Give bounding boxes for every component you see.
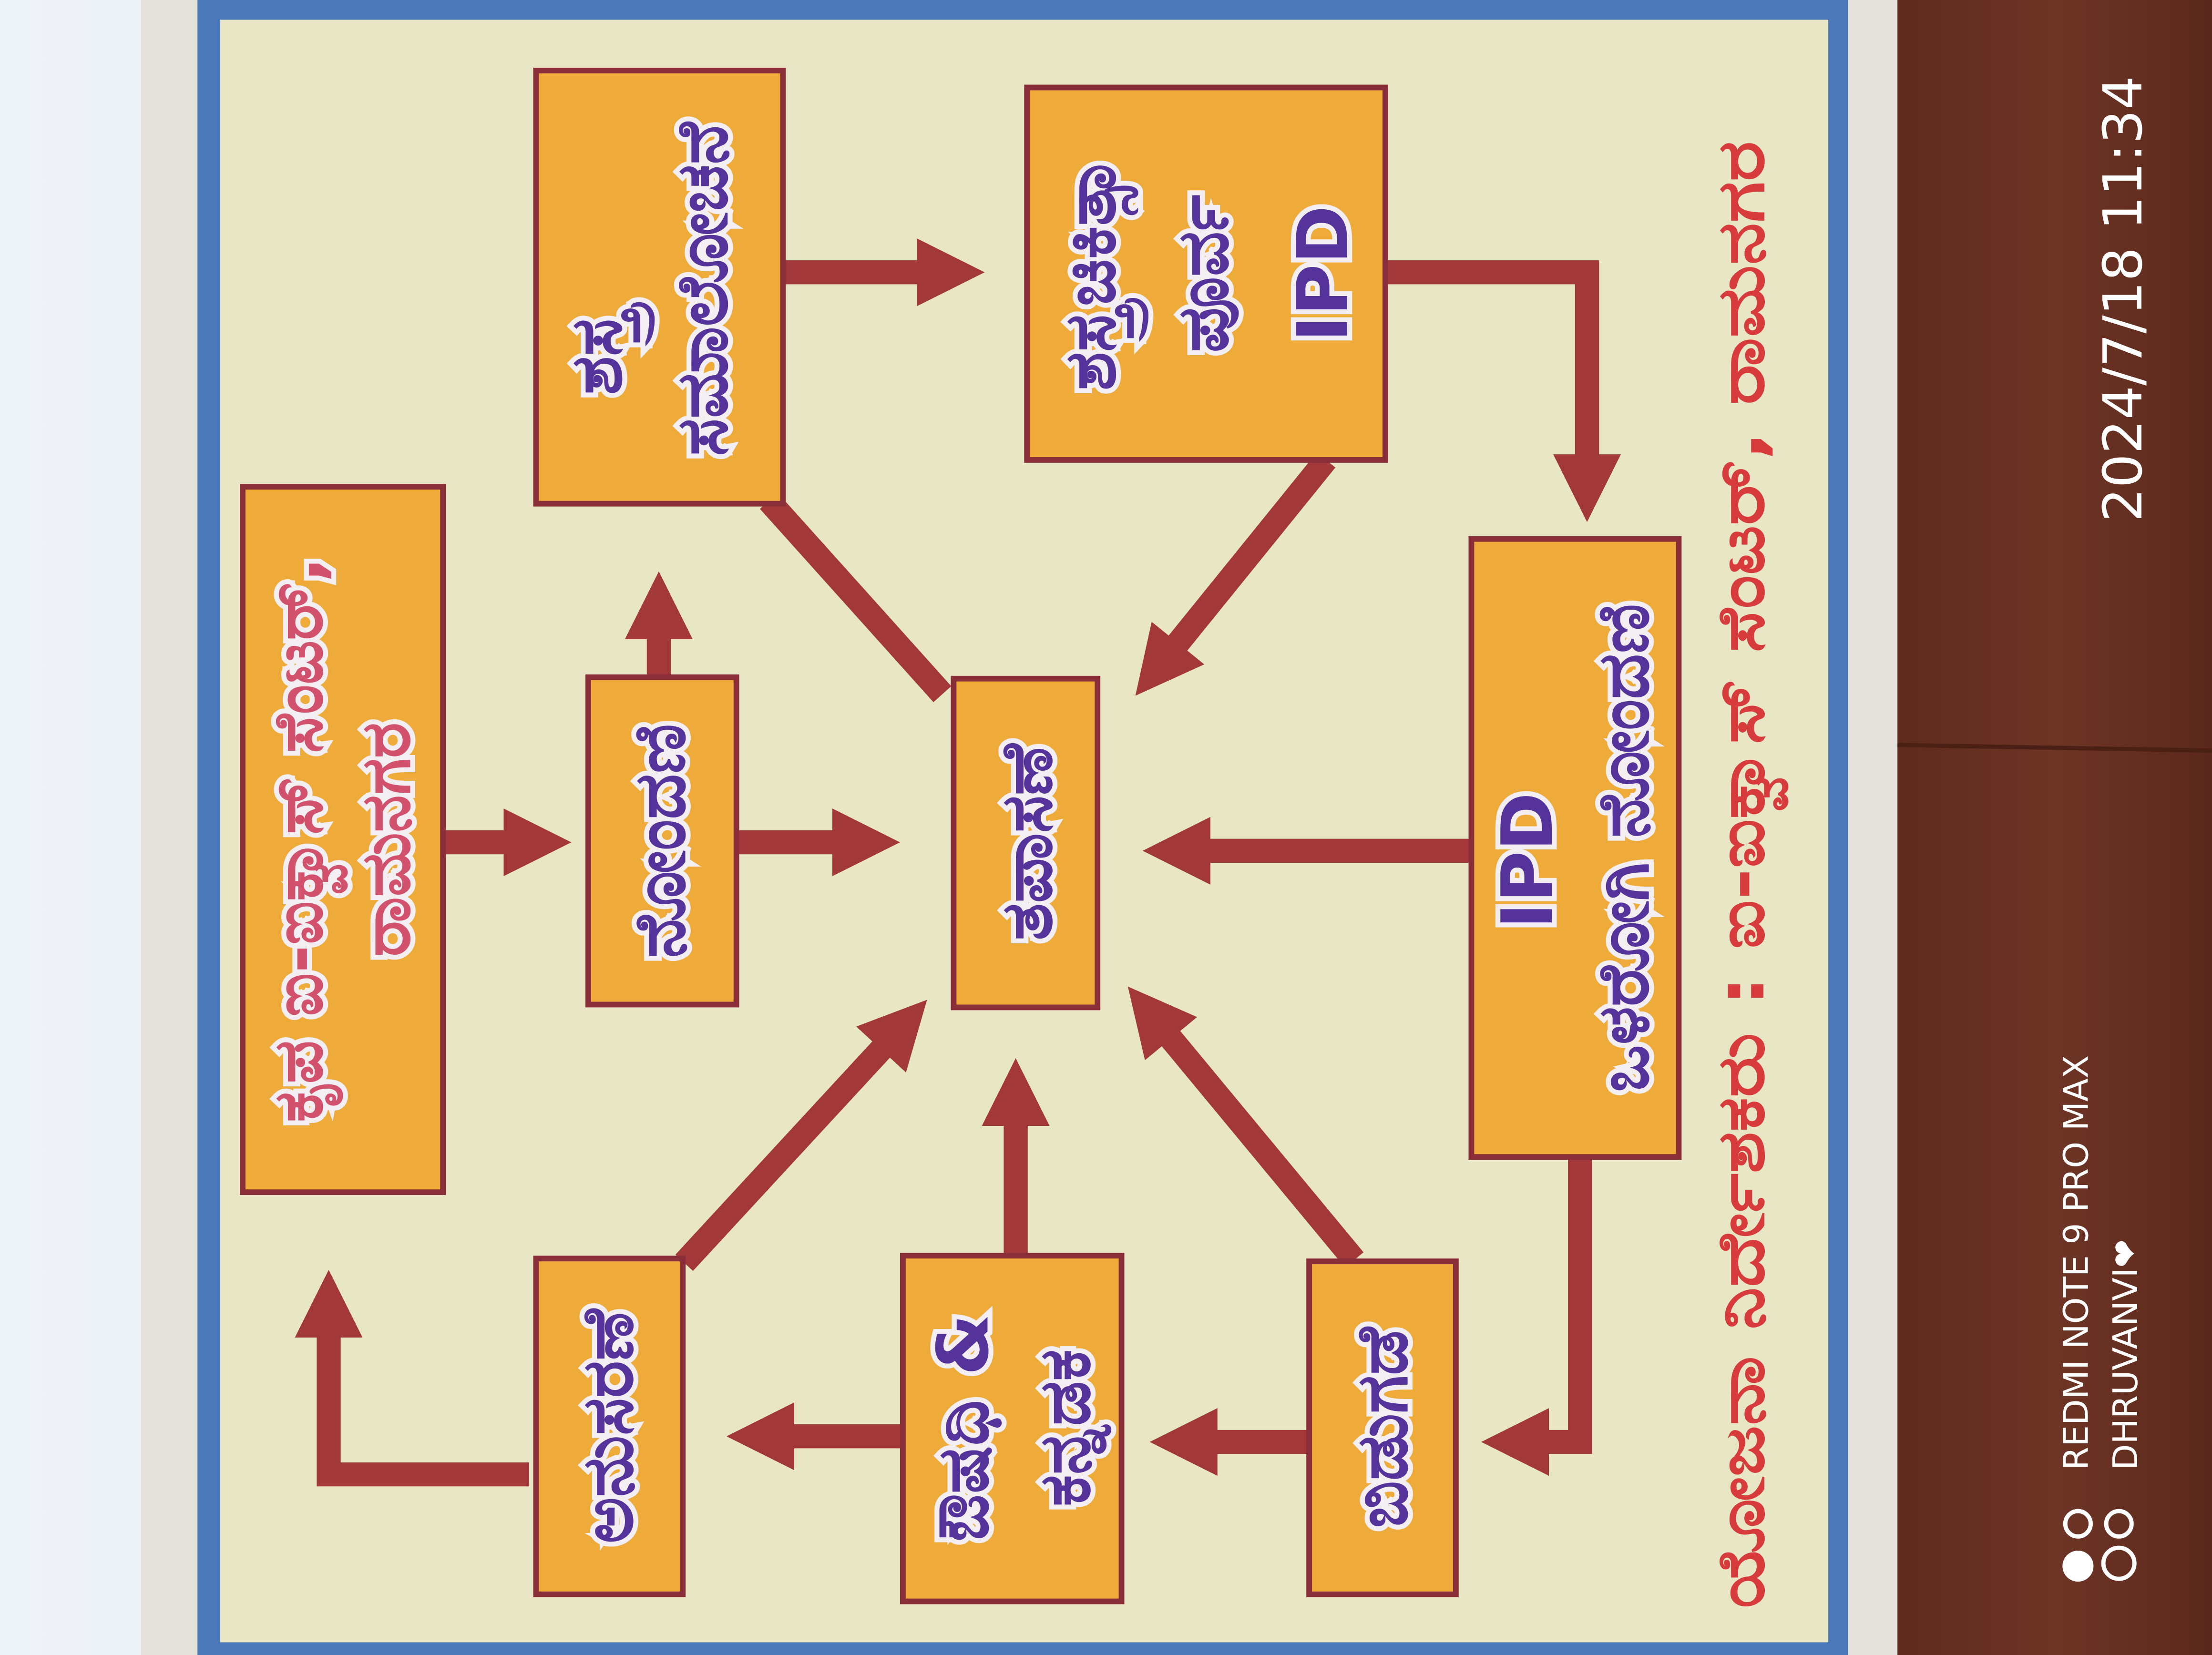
discharge-label: ಬಿಡುಗಡೆ xyxy=(1341,1326,1423,1528)
examination-label: ತಪಾಸಣೆ xyxy=(986,743,1068,940)
device-model: REDMI NOTE 9 PRO MAX xyxy=(2057,1055,2096,1471)
arrow-ipd-to-discharge xyxy=(1481,1157,1592,1476)
counselling-box: ಶಸ್ತ್ರ ಸಮಾಲೋಚನೆ xyxy=(533,68,786,507)
photo-timestamp: 2024/7/18 11:34 xyxy=(2092,76,2154,522)
ipd-line1: IPD xyxy=(1486,792,1568,929)
partner-line2: ರಾಮನಗರ xyxy=(346,722,425,956)
followup-box: ಅನುಸರಣೆ xyxy=(533,1256,686,1597)
arrow-preop-to-ipd xyxy=(1385,260,1621,522)
partner-box: ಕೃಪ ಐ-ಐಕ್ವಾಸ್ ಸೆಂಟರ್, ರಾಮನಗರ xyxy=(240,484,446,1195)
arrow-followup-to-partner xyxy=(295,1269,529,1487)
examination-box: ತಪಾಸಣೆ xyxy=(951,675,1101,1011)
flow-arrows xyxy=(295,238,1621,1487)
wood-seam xyxy=(1897,743,2212,753)
counselling-line2: ಸಮಾಲೋಚನೆ xyxy=(661,121,743,456)
ipd-line2: ಒಳರೋಗಿ ನೋಂದಣಿ xyxy=(1582,604,1664,1093)
pre-op-line3: IPD xyxy=(1282,205,1364,342)
arrow-discharge-to-examination xyxy=(1127,986,1364,1268)
wooden-door xyxy=(1897,0,2212,1655)
medicine-line2: ಕನ್ನಡಕ xyxy=(1024,1349,1112,1507)
banner-footer-text: ಯೋಜನಾ ನಿರ್ದೇಶಕರು : ಐ-ಐಕ್ವಾಸ್ ಸೆಂಟರ್, ರಾಮ… xyxy=(1704,141,1789,1608)
followup-label: ಅನುಸರಣೆ xyxy=(567,1308,649,1544)
ipd-inpatient-registration-box: IPD ಒಳರೋಗಿ ನೋಂದಣಿ xyxy=(1468,536,1682,1160)
partner-line1: ಕೃಪ ಐ-ಐಕ್ವಾಸ್ ಸೆಂಟರ್, xyxy=(259,557,348,1122)
arrow-followup-to-examination xyxy=(675,1000,927,1271)
pre-op-line2: ಪೂರ್ವ xyxy=(1162,195,1244,353)
camera-logo-icon-ring2 xyxy=(2104,1509,2134,1539)
registration-label: ನೋಂದಣಿ xyxy=(619,724,701,958)
camera-logo-icon xyxy=(2062,1550,2094,1582)
camera-watermark: REDMI NOTE 9 PRO MAX DHRUVANVI❤ 2024/7/1… xyxy=(2057,76,2154,1582)
discharge-box: ಬಿಡುಗಡೆ xyxy=(1306,1258,1459,1597)
arrow-preop-to-examination xyxy=(1135,452,1336,696)
camera-logo-icon-ring xyxy=(2101,1545,2137,1581)
pre-op-ipd-box: ಶಸ್ತ್ರಚಿಕಿತ್ಸಾ ಪೂರ್ವ IPD xyxy=(1024,84,1388,463)
camera-logo-icon-dot xyxy=(2063,1509,2093,1539)
line-counselling-to-examination xyxy=(760,492,952,703)
photographer-name: DHRUVANVI❤ xyxy=(2106,1239,2145,1470)
medicine-spectacles-box: ಔಷಧಿ & ಕನ್ನಡಕ xyxy=(900,1253,1125,1604)
medicine-line1: ಔಷಧಿ & xyxy=(922,1314,1004,1542)
registration-box: ನೋಂದಣಿ xyxy=(585,674,739,1008)
